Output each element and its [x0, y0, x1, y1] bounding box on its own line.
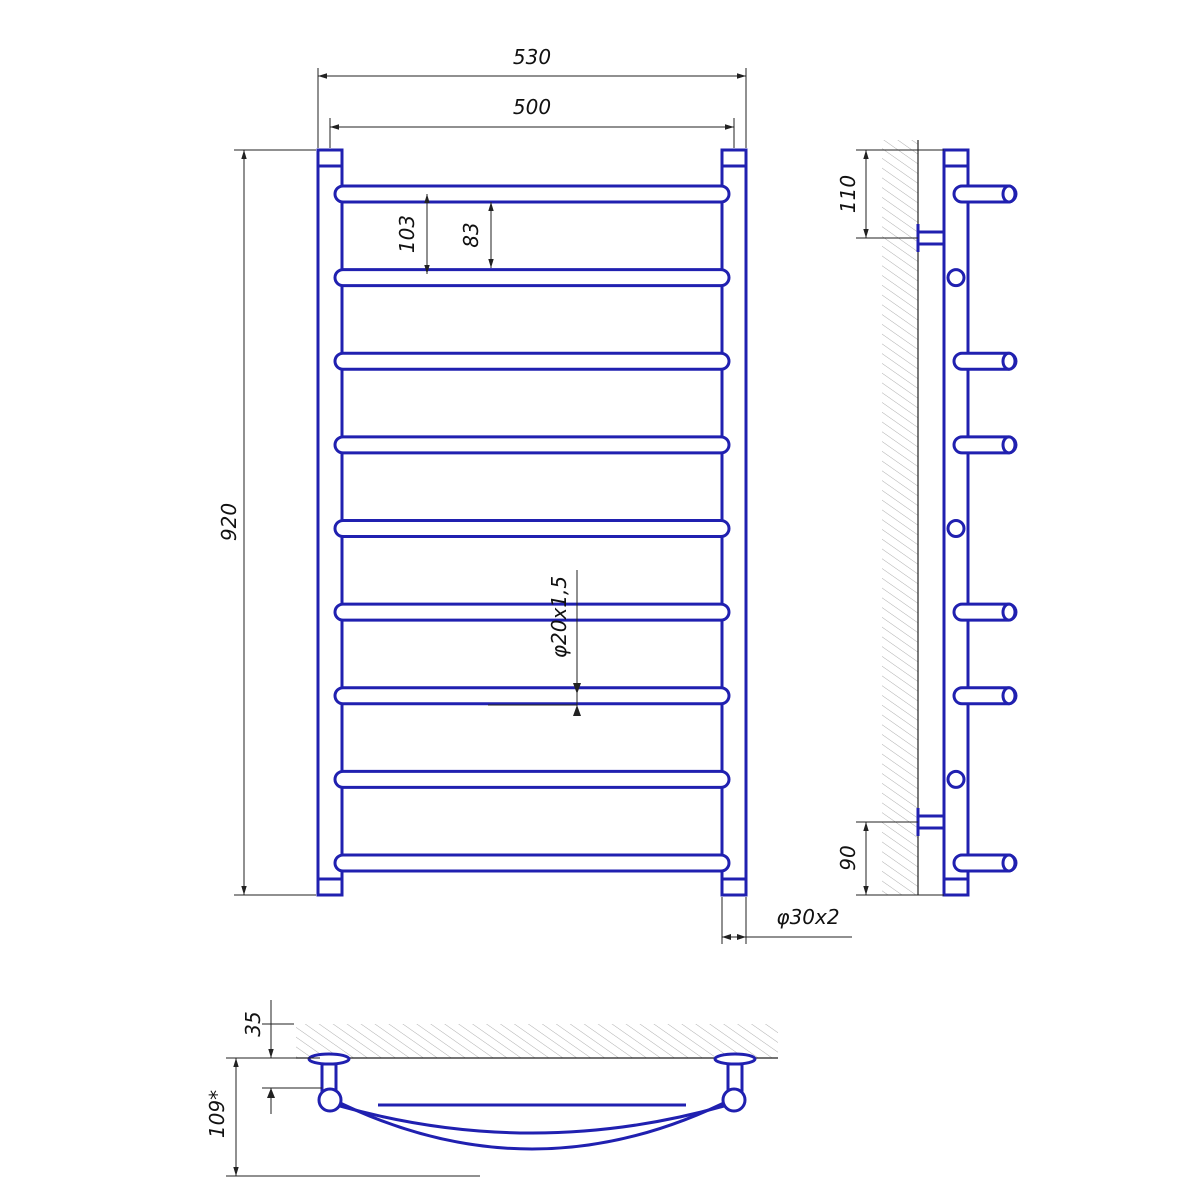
bottom-wall-mount [916, 814, 946, 830]
side-rung-group [946, 184, 1018, 873]
side-upright [942, 148, 970, 897]
top-offset-label: 110 [836, 175, 860, 213]
rung-4 [333, 435, 731, 455]
bottom-offset-label: 90 [836, 845, 860, 870]
wall-offset-label: 35 [241, 1011, 265, 1036]
rung-8 [333, 769, 731, 789]
top-view: 35 109* [205, 1000, 778, 1177]
rung-group [333, 184, 731, 873]
left-flange [307, 1052, 351, 1066]
depth-label: 109* [205, 1090, 229, 1138]
side-view: 110 90 [836, 140, 1018, 897]
side-rung-end-3 [1001, 351, 1017, 371]
side-rung-end-9 [1001, 853, 1017, 873]
front-view: 530 500 920 103 83 φ20x1,5 φ30x2 [217, 45, 852, 944]
side-rung-end-4 [1001, 435, 1017, 455]
left-upright-section [317, 1087, 343, 1113]
rung-pitch-label: 103 [395, 215, 419, 253]
right-upright-section [721, 1087, 747, 1113]
overall-width-label: 530 [513, 45, 551, 69]
wall-hatch [882, 140, 918, 895]
rung-1 [333, 184, 731, 204]
side-rung-section-5 [946, 519, 966, 538]
top-wall-mount [916, 230, 946, 246]
right-flange [713, 1052, 757, 1066]
rung-arc-outer [329, 1096, 735, 1151]
side-rung-end-7 [1001, 686, 1017, 706]
top-wall-hatch [296, 1024, 778, 1058]
side-rung-end-6 [1001, 602, 1017, 622]
side-rung-section-8 [946, 769, 966, 789]
rung-tube-label: φ20x1,5 [547, 576, 571, 658]
rung-gap-label: 83 [459, 222, 483, 247]
side-rung-end-1 [1001, 184, 1017, 204]
upright-tube-label: φ30x2 [776, 905, 839, 929]
rung-3 [333, 351, 731, 371]
rung-6 [333, 602, 731, 622]
rung-arc-inner [339, 1104, 725, 1135]
side-rung-section-2 [946, 268, 966, 288]
rung-5 [333, 519, 731, 538]
height-label: 920 [217, 503, 241, 541]
rung-9 [333, 853, 731, 873]
rung-width-label: 500 [513, 95, 551, 119]
rung-7 [333, 686, 731, 706]
rung-2 [333, 268, 731, 288]
